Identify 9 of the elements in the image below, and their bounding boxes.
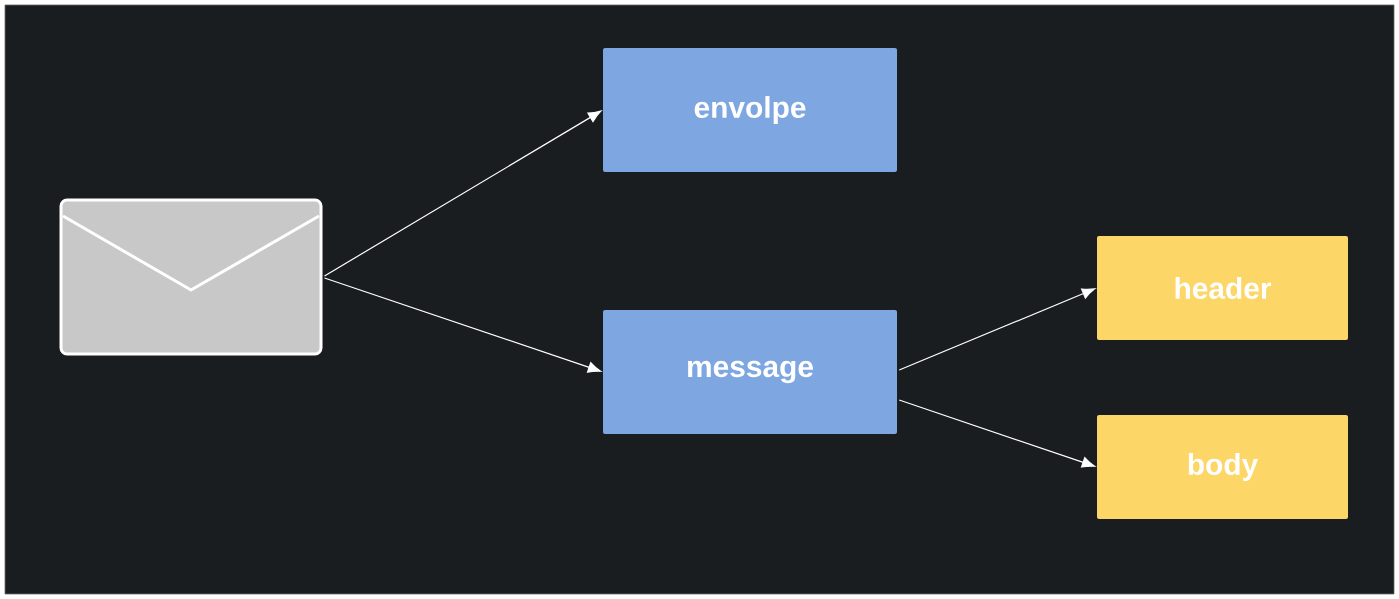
process-box: message	[603, 310, 897, 434]
envelope-drawing	[59, 198, 323, 356]
arrow	[323, 277, 602, 373]
process-box: header	[1097, 236, 1348, 340]
arrow	[323, 110, 602, 277]
process-box: body	[1097, 415, 1348, 519]
arrow	[898, 288, 1096, 371]
process-box: envolpe	[603, 48, 897, 172]
arrow	[898, 399, 1096, 468]
